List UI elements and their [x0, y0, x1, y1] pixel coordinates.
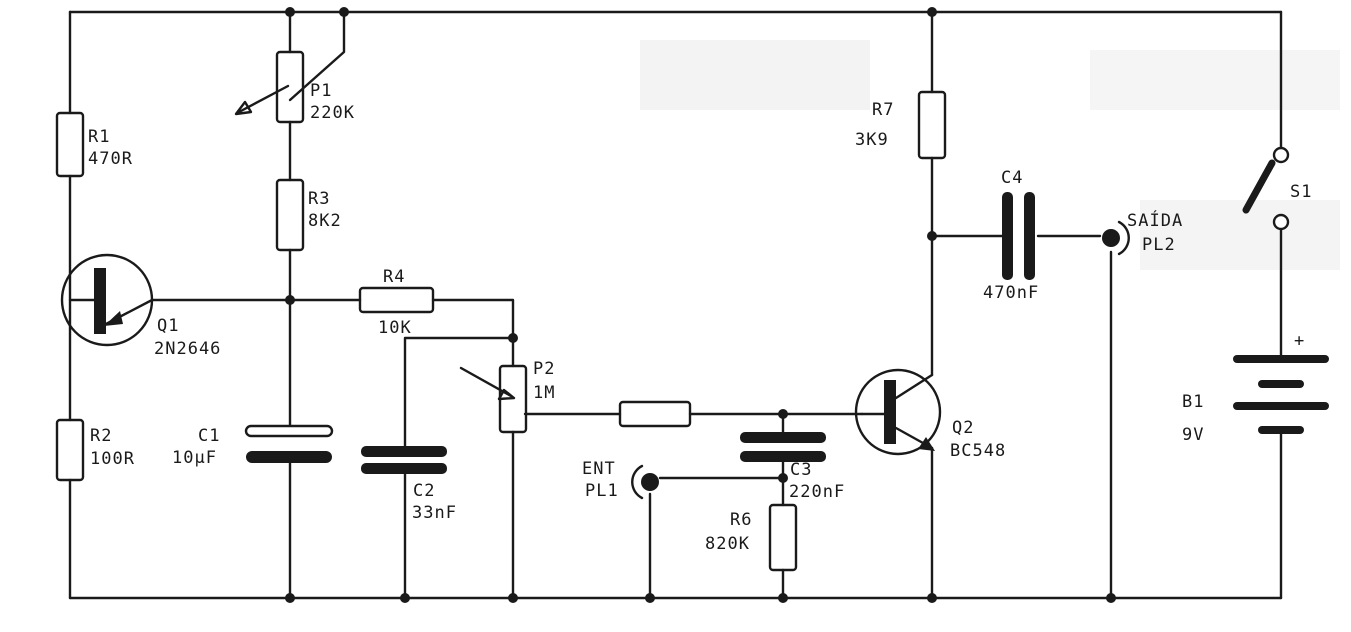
b1-polarity: + [1294, 331, 1305, 351]
r4-ref: R4 [383, 267, 405, 287]
b1-value: 9V [1182, 425, 1204, 445]
pl2-ref: PL2 [1142, 235, 1176, 255]
p1-ref: P1 [310, 81, 332, 101]
r6-value: 820K [705, 534, 750, 554]
pl1-ref: PL1 [585, 481, 619, 501]
pl2-label: SAÍDA [1127, 209, 1183, 231]
transistor-q1 [60, 253, 154, 347]
resistor-r1 [55, 111, 85, 178]
c1-value: 10µF [172, 448, 217, 468]
capacitor-c3 [740, 432, 826, 462]
battery-b1 [1233, 355, 1329, 434]
q1-value: 2N2646 [154, 339, 221, 359]
r3-ref: R3 [308, 189, 330, 209]
r7-ref: R7 [872, 100, 894, 120]
p1-value: 220K [310, 103, 355, 123]
resistor-r4 [358, 286, 435, 314]
q2-ref: Q2 [952, 418, 974, 438]
r6-ref: R6 [730, 510, 752, 530]
wires [68, 10, 1283, 600]
capacitor-c1 [244, 424, 334, 463]
c2-value: 33nF [412, 503, 457, 523]
r1-value: 470R [88, 149, 133, 169]
capacitor-c2 [361, 446, 447, 474]
b1-ref: B1 [1182, 392, 1204, 412]
c3-value: 220nF [789, 482, 845, 502]
p2-value: 1M [533, 383, 555, 403]
c3-ref: C3 [790, 460, 812, 480]
r7-value: 3K9 [855, 130, 889, 150]
c4-ref: C4 [1001, 168, 1023, 188]
potentiometer-p2 [459, 364, 528, 434]
r1-ref: R1 [88, 127, 110, 147]
c2-ref: C2 [413, 481, 435, 501]
c1-ref: C1 [198, 426, 220, 446]
scan-ghost-marks [640, 40, 1340, 270]
resistor-r6 [768, 503, 798, 572]
r2-value: 100R [90, 449, 135, 469]
p2-ref: P2 [533, 359, 555, 379]
resistor-base [618, 400, 692, 428]
capacitor-c4 [1002, 192, 1035, 280]
jack-pl2 [1102, 220, 1130, 256]
q1-ref: Q1 [157, 316, 179, 336]
r2-ref: R2 [90, 426, 112, 446]
labels: R1 470R P1 220K R3 8K2 R4 10K Q1 2N2646 … [88, 81, 1312, 554]
resistor-r3 [275, 178, 305, 252]
pl1-label: ENT [582, 459, 616, 479]
switch-s1 [1242, 146, 1290, 231]
resistor-r2 [55, 418, 85, 482]
q2-value: BC548 [950, 441, 1006, 461]
junction-dots [285, 7, 1116, 603]
jack-pl1 [631, 464, 659, 500]
c4-value: 470nF [983, 283, 1039, 303]
s1-ref: S1 [1290, 182, 1312, 202]
potentiometer-p1 [234, 50, 305, 124]
transistor-q2 [854, 368, 942, 456]
r3-value: 8K2 [308, 211, 342, 231]
resistor-r7 [917, 90, 947, 160]
r4-value: 10K [378, 318, 412, 338]
